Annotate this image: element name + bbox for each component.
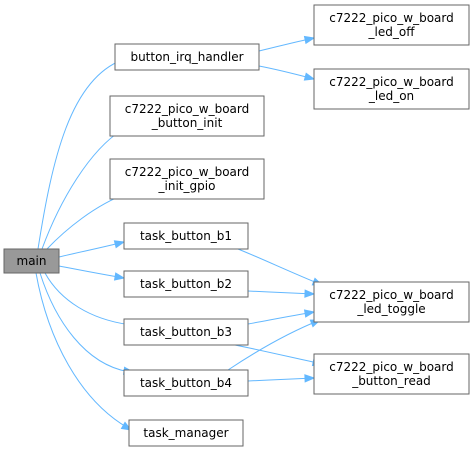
node-label: button_irq_handler [130,50,243,64]
node-main[interactable]: main [3,248,60,274]
arrow-head [304,374,316,383]
node-label: task_button_b4 [140,376,232,390]
edge-line [41,129,123,250]
edge-line [35,272,129,429]
edge-main-to-task-button-b2 [58,265,126,281]
node-label: main [17,254,47,268]
node-label: c7222_pico_w_board [329,360,454,374]
node-box [114,43,260,71]
arrow-head [303,35,316,45]
node-box [128,419,244,447]
node-label: c7222_pico_w_board [329,288,454,302]
node-box [313,4,470,46]
node-board-button-read[interactable]: c7222_pico_w_board_button_read [313,353,470,395]
node-box [3,248,60,274]
node-label: c7222_pico_w_board [329,11,454,25]
node-task-manager[interactable]: task_manager [128,419,244,447]
edge-line [247,311,315,325]
node-label: task_manager [143,426,228,440]
edge-task-button-b3-to-board-button-read [234,344,324,367]
edge-line [247,290,315,295]
node-box [313,68,470,110]
edge-button-irq-handler-to-board-led-off [258,35,316,52]
node-label: c7222_pico_w_board [125,165,250,179]
node-box [109,95,265,137]
edge-main-to-board-init-gpio [46,191,134,250]
node-button-irq-handler[interactable]: button_irq_handler [114,43,260,71]
node-task-button-b3[interactable]: task_button_b3 [123,318,249,346]
node-label: task_button_b3 [140,325,232,339]
node-box [123,222,249,250]
node-box [109,158,265,200]
edge-main-to-task-button-b4 [39,272,135,375]
edge-line [44,272,133,326]
node-board-button-init[interactable]: c7222_pico_w_board_button_init [109,95,265,137]
nodes-layer: main button_irq_handler c7222_pico_w_board… [3,4,470,447]
edge-main-to-task-button-b1 [58,240,126,258]
edge-task-button-b4-to-board-button-read [247,374,316,383]
edge-line [227,319,321,371]
node-label: _led_off [368,25,416,39]
node-task-button-b2[interactable]: task_button_b2 [123,270,249,298]
edge-main-to-task-manager [35,272,133,431]
arrow-head [303,72,316,81]
edge-line [58,241,125,258]
arrow-head [303,309,316,318]
node-board-led-on[interactable]: c7222_pico_w_board_led_on [313,68,470,110]
node-label: _led_on [368,89,414,103]
arrow-head [113,272,126,281]
edge-button-irq-handler-to-board-led-on [258,65,316,81]
arrow-head [113,240,126,249]
node-label: _button_init [151,116,223,130]
node-label: _init_gpio [158,179,216,193]
node-board-led-off[interactable]: c7222_pico_w_board_led_off [313,4,470,46]
edge-main-to-button-irq-handler [37,57,127,250]
node-label: task_button_b1 [140,229,232,243]
edge-line [237,248,323,286]
edge-line [39,272,131,373]
arrow-head [304,289,316,298]
node-box [123,318,249,346]
edge-line [37,59,123,250]
node-label: c7222_pico_w_board [125,102,250,116]
edge-line [247,377,315,382]
edge-main-to-task-button-b3 [44,272,136,329]
edge-task-button-b1-to-board-led-toggle [237,248,324,286]
node-board-led-toggle[interactable]: c7222_pico_w_board_led_toggle [313,281,470,323]
node-box [123,369,249,397]
edge-task-button-b2-to-board-led-toggle [247,289,316,298]
edge-task-button-b3-to-board-led-toggle [247,309,316,325]
node-label: _led_toggle [356,302,425,316]
node-task-button-b4[interactable]: task_button_b4 [123,369,249,397]
node-label: _button_read [351,374,431,388]
node-board-init-gpio[interactable]: c7222_pico_w_board_init_gpio [109,158,265,200]
edge-line [234,344,323,365]
node-task-button-b1[interactable]: task_button_b1 [123,222,249,250]
node-box [123,270,249,298]
node-box [313,353,470,395]
node-box [313,281,470,323]
edge-line [58,265,125,279]
node-label: c7222_pico_w_board [329,75,454,89]
node-label: task_button_b2 [140,277,232,291]
